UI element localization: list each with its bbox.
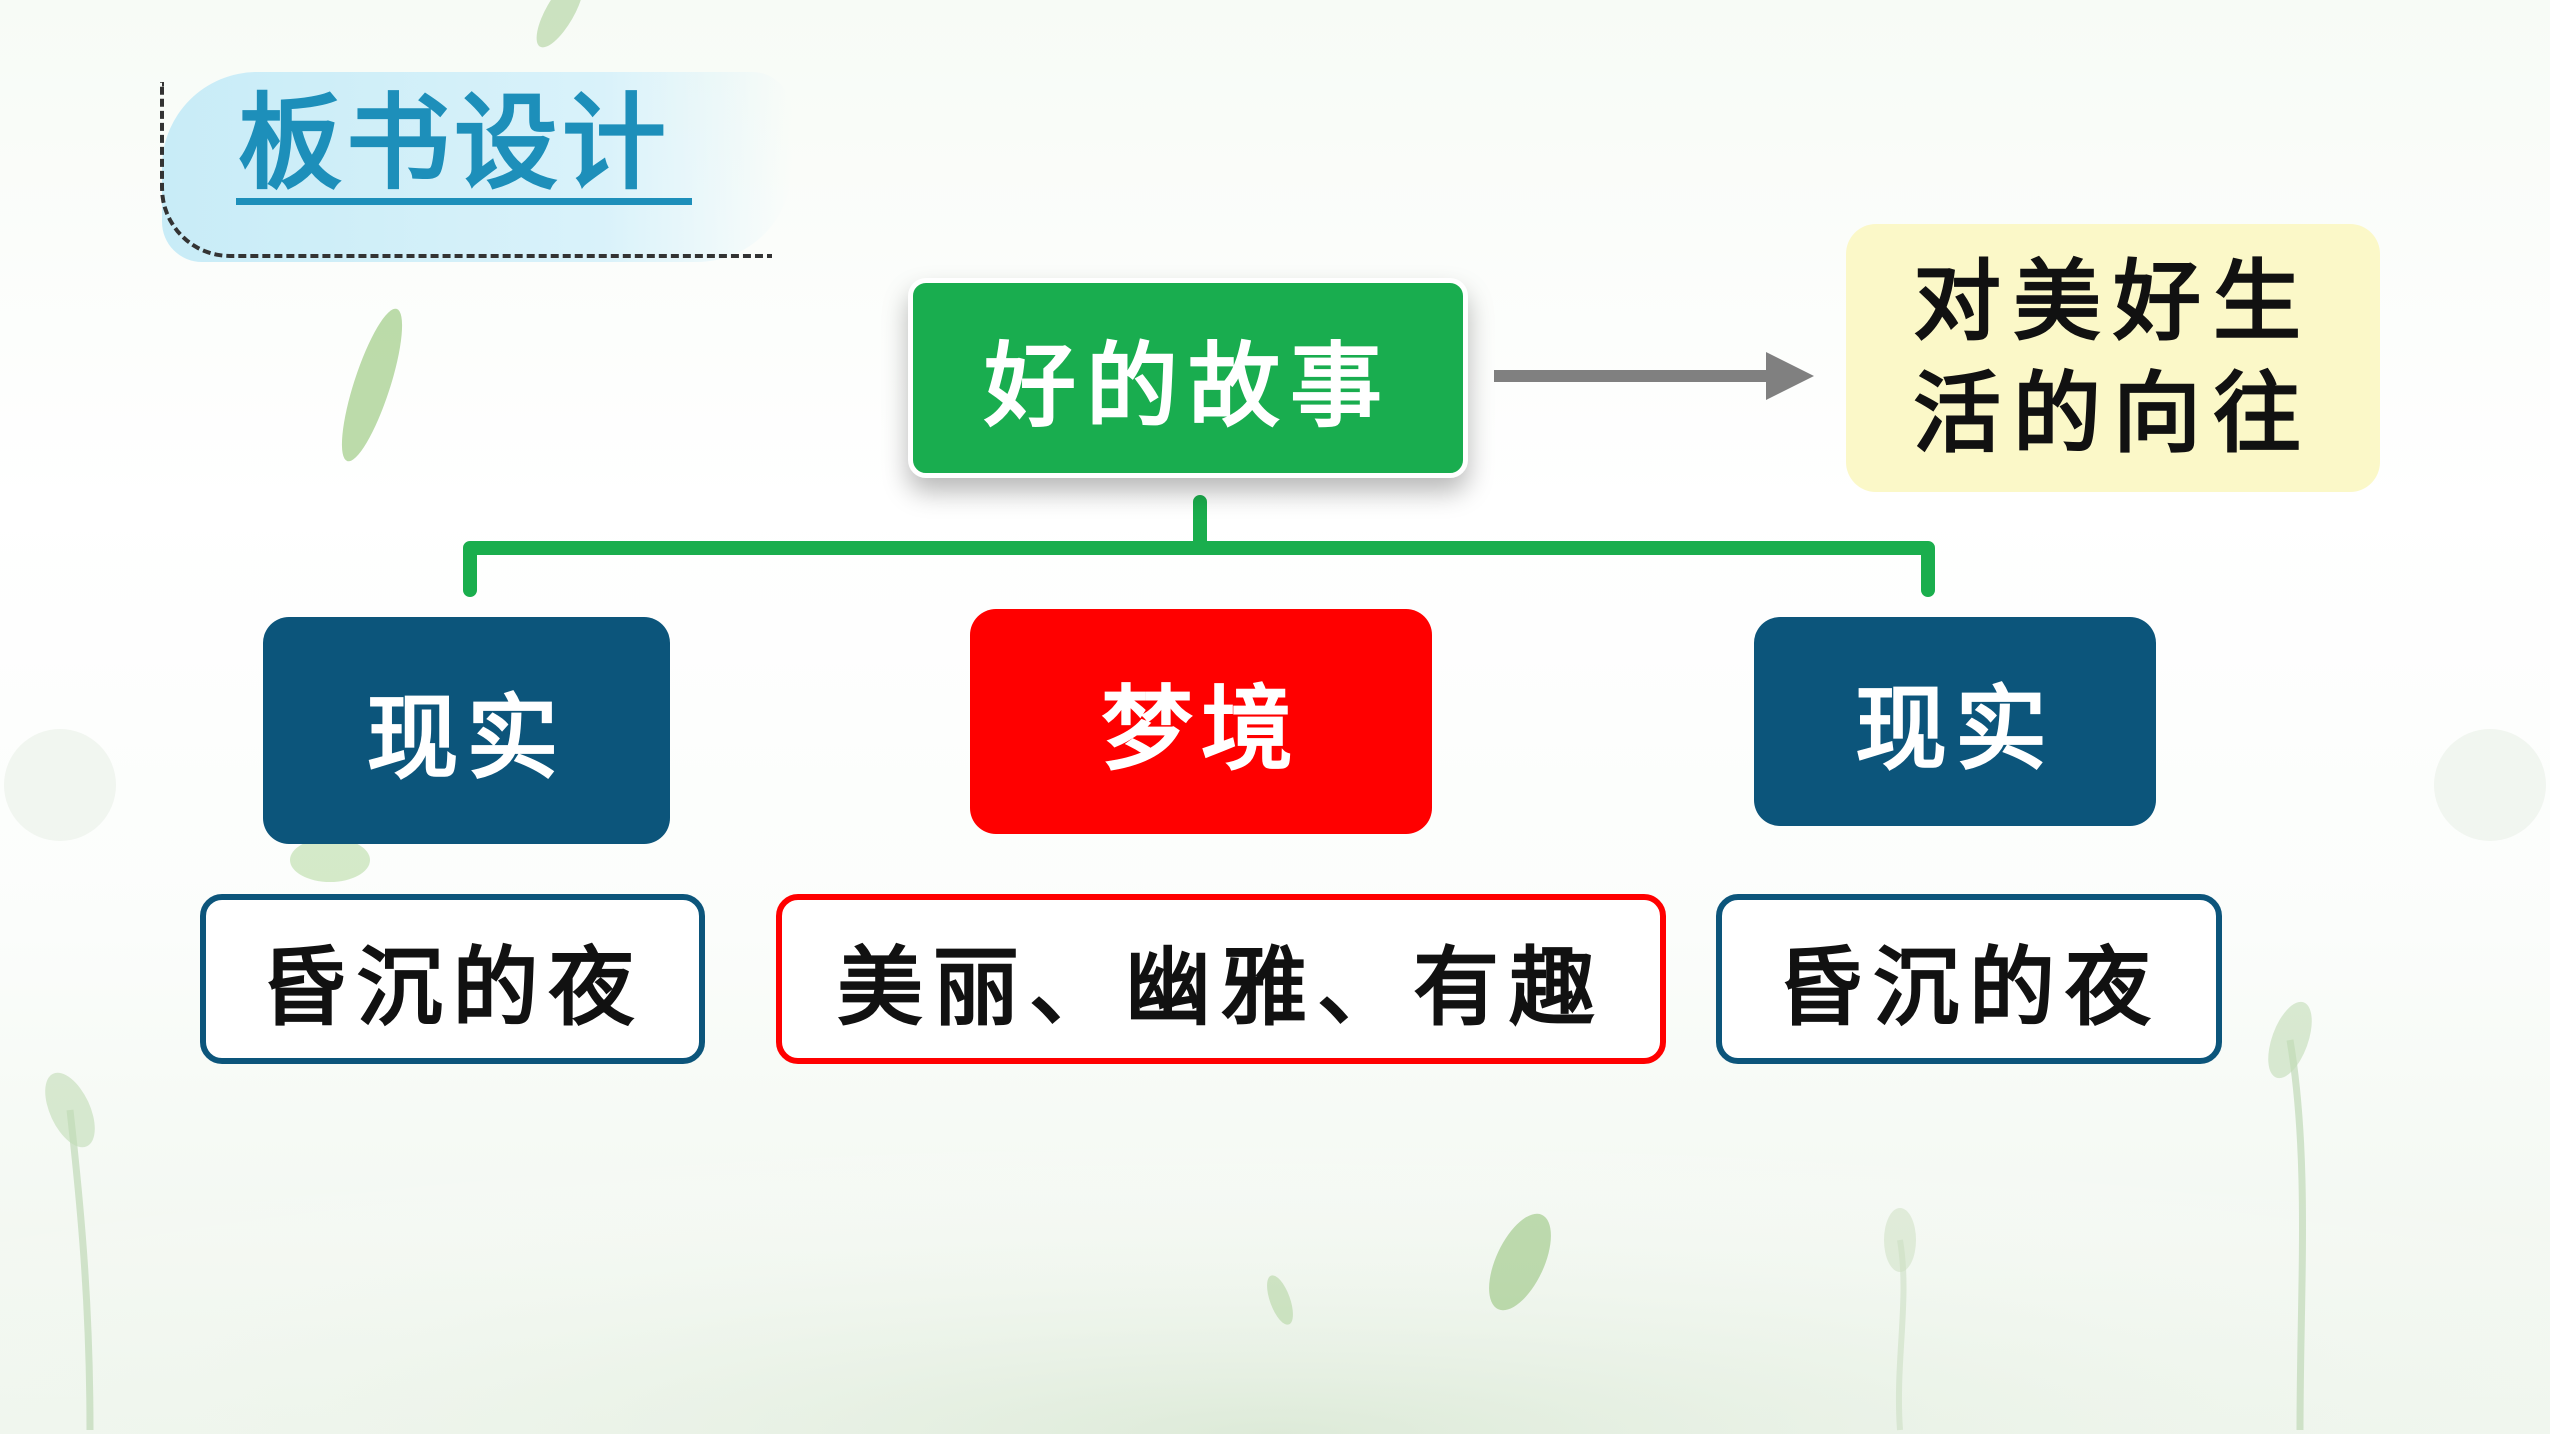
title-badge [162,72,792,262]
stage-reality-left: 现实 [263,617,670,844]
arrow-head-icon [1766,352,1814,400]
tree-connector [463,495,1935,597]
leaf-icon [341,308,403,462]
stage-reality-right: 现实 [1754,617,2156,826]
result-node: 对美好生 活的向往 [1846,224,2380,492]
leaf-icon [1267,1275,1293,1325]
title-dashed-outline [160,82,772,258]
root-node: 好的故事 [908,278,1468,478]
leaf-icon [536,0,584,48]
page-title: 板书设计 [238,82,671,204]
leaf-icon [290,838,370,882]
leaf-icon [1489,1213,1551,1311]
description-middle: 美丽、幽雅、有趣 [776,894,1666,1064]
description-right: 昏沉的夜 [1716,894,2222,1064]
title-underline [236,198,692,205]
description-left: 昏沉的夜 [200,894,705,1064]
stage-dream: 梦境 [970,609,1432,834]
